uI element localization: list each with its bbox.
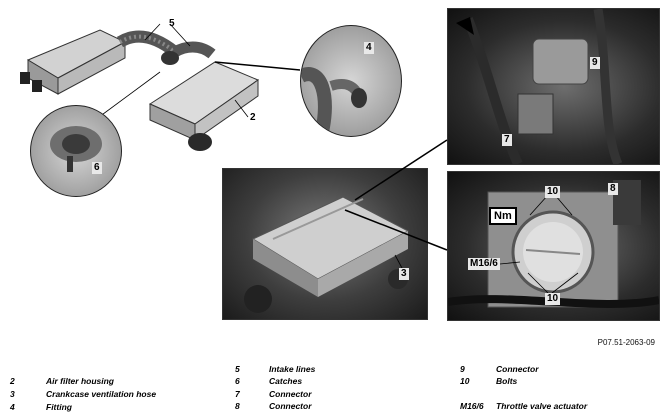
callout-5: 5 <box>169 18 175 29</box>
callout-4: 4 <box>364 42 374 54</box>
callout-3: 3 <box>399 268 409 280</box>
callout-9: 9 <box>590 57 600 69</box>
connector-photo <box>447 8 660 165</box>
air-filter-illustration <box>20 23 301 151</box>
callout-8: 8 <box>608 183 618 195</box>
callout-10-top: 10 <box>545 186 561 198</box>
figure-reference: P07.51-2063-09 <box>597 338 655 347</box>
callout-2: 2 <box>250 112 256 123</box>
callout-10-bottom: 10 <box>545 293 561 305</box>
fitting-detail-circle <box>300 25 402 137</box>
engine-photo <box>222 168 428 320</box>
callout-m16-6: M16/6 <box>468 258 500 270</box>
callout-7: 7 <box>502 134 512 146</box>
catches-detail-circle <box>30 105 122 197</box>
callout-6: 6 <box>92 162 102 174</box>
torque-nm-label: Nm <box>489 207 517 225</box>
